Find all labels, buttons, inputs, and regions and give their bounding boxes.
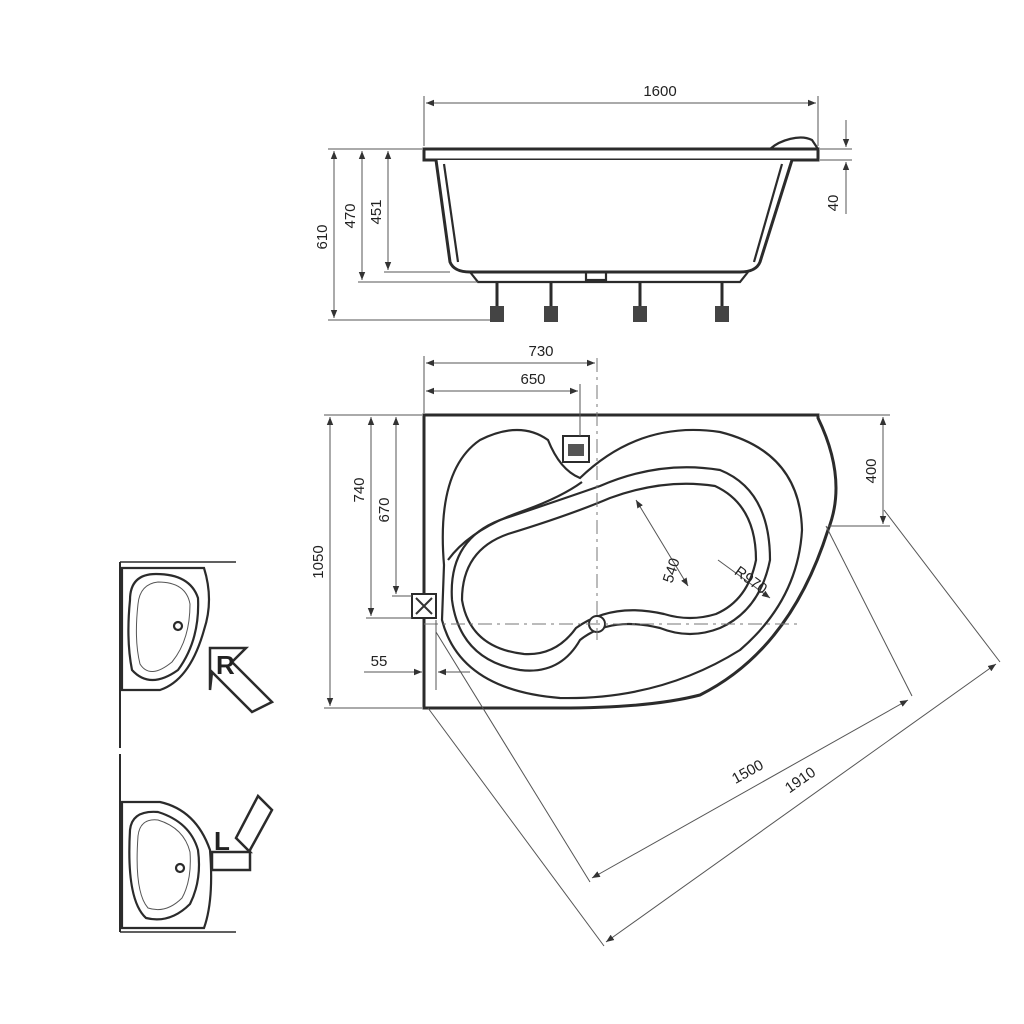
variant-right-letter: R <box>216 650 235 680</box>
dim-depth: 1050 <box>310 414 422 709</box>
dim-offset-55-label: 55 <box>371 653 388 670</box>
top-view-bowl-inner <box>450 466 772 672</box>
leg <box>633 282 647 322</box>
dim-rim-height-label: 40 <box>825 195 842 212</box>
dim-corner-400-label: 400 <box>863 458 880 483</box>
top-view-bowl-outer <box>440 428 804 700</box>
leg <box>715 282 729 322</box>
dim-corner-400: 400 <box>820 414 890 527</box>
variant-left-letter: L <box>214 826 230 856</box>
side-view-legs <box>490 282 729 322</box>
dim-reach-540-label: 540 <box>660 556 684 585</box>
dim-height-470: 470 <box>342 151 478 283</box>
dim-depth-740-label: 740 <box>351 477 368 502</box>
dim-total-height: 610 <box>314 148 490 321</box>
dim-rim-height: 40 <box>820 120 852 214</box>
dim-width-730-label: 730 <box>528 343 553 360</box>
dim-depth-740: 740 <box>351 417 412 619</box>
dim-width-730: 730 <box>423 343 595 413</box>
dim-depth-670-label: 670 <box>376 497 393 522</box>
dim-width-650: 650 <box>426 371 581 436</box>
side-view-headrest <box>769 136 819 150</box>
variant-left-tub <box>120 800 213 930</box>
side-view-rim <box>422 147 820 162</box>
top-view: 730 650 1050 740 670 <box>310 343 1001 947</box>
variant-left: L <box>119 754 274 933</box>
dim-length-label: 1600 <box>643 83 676 100</box>
side-view-tub-body <box>434 159 794 274</box>
dim-depth-label: 1050 <box>310 545 327 578</box>
dim-total-height-label: 610 <box>314 224 331 249</box>
arrow-left-icon <box>210 793 274 872</box>
dim-length: 1600 <box>423 83 819 146</box>
dim-diag-1910-label: 1910 <box>782 764 819 797</box>
dim-depth-670: 670 <box>376 417 412 597</box>
dim-height-470-label: 470 <box>342 203 359 228</box>
dim-reach-540: 540 <box>635 499 689 587</box>
variant-right: R <box>119 561 275 748</box>
variant-right-tub <box>120 566 211 692</box>
leg <box>490 282 504 322</box>
dim-height-451-label: 451 <box>368 199 385 224</box>
dim-offset-55: 55 <box>364 620 470 690</box>
arrow-right-icon <box>208 646 275 714</box>
dim-width-650-label: 650 <box>520 371 545 388</box>
dim-height-451: 451 <box>368 151 450 273</box>
side-view: 1600 610 470 451 40 <box>314 83 852 322</box>
leg <box>544 282 558 322</box>
